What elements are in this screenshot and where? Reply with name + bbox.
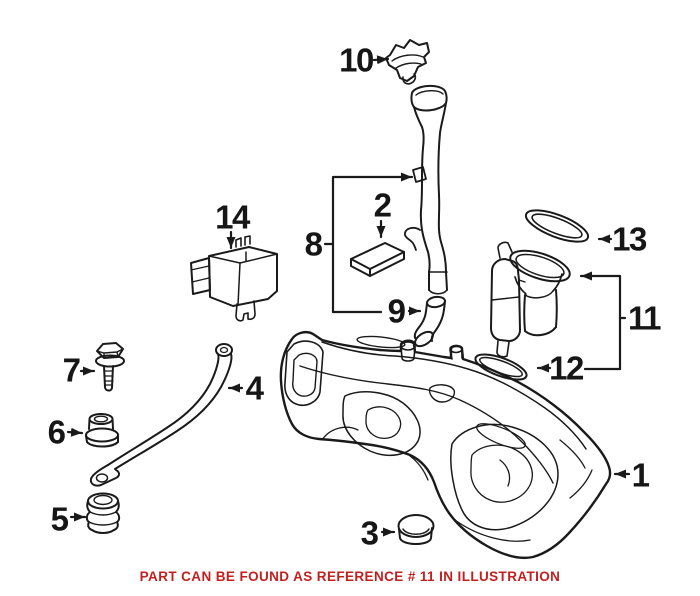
part-plug (399, 515, 434, 544)
part-lock-ring (522, 204, 592, 248)
part-o-ring (473, 349, 530, 384)
part-buffer (87, 494, 119, 534)
callout-7: 7 (62, 351, 81, 389)
callout-4: 4 (245, 369, 264, 407)
callout-3: 3 (360, 514, 379, 552)
callout-5: 5 (50, 500, 69, 538)
callout-2: 2 (373, 186, 392, 224)
callout-9: 9 (387, 292, 406, 330)
part-rubber-pad (351, 243, 404, 276)
callout-10: 10 (339, 41, 374, 79)
part-fuel-pump-assembly (491, 242, 573, 356)
callout-12: 12 (549, 349, 584, 387)
callout-1: 1 (631, 456, 650, 494)
part-bolt (96, 343, 124, 391)
part-filler-hose (413, 296, 446, 349)
callout-6: 6 (47, 413, 66, 451)
part-tank-strap (91, 344, 232, 486)
callout-11: 11 (628, 299, 661, 337)
part-filler-pipe (405, 86, 447, 294)
reference-caption: PART CAN BE FOUND AS REFERENCE # 11 IN I… (139, 569, 561, 584)
part-filler-cap (386, 40, 429, 84)
callout-13: 13 (612, 220, 647, 258)
part-control-module (191, 236, 277, 321)
part-fuel-tank (281, 332, 610, 558)
callout-8: 8 (304, 225, 323, 263)
callout-14: 14 (215, 198, 250, 236)
callout-leader-lines (68, 55, 629, 537)
part-grommet (86, 414, 118, 447)
